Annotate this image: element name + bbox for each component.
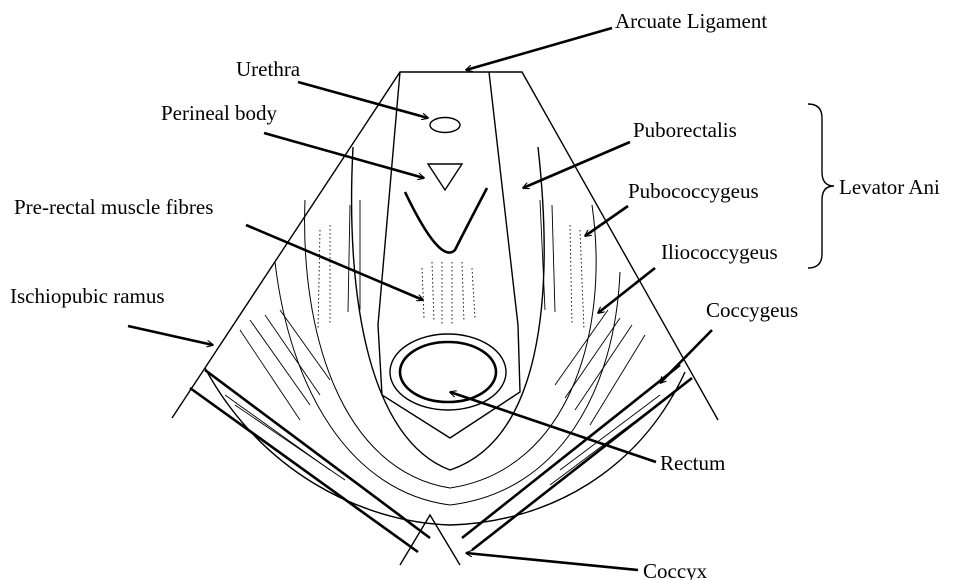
- label-pubococcygeus: Pubococcygeus: [628, 179, 759, 203]
- prerectal-fibres: [422, 262, 475, 325]
- left-fibres: [225, 200, 360, 480]
- perineal-body-shape: [428, 164, 462, 190]
- prerectal-u: [405, 188, 487, 253]
- label-ischiopubic-ramus: Ischiopubic ramus: [10, 284, 165, 308]
- levator-bands: [205, 147, 685, 525]
- urethra-shape: [430, 118, 460, 133]
- arrow-puborectalis: [523, 142, 630, 188]
- column-right-edge: [489, 72, 518, 325]
- arrow-ischiopubic: [128, 326, 213, 345]
- label-perineal-body: Perineal body: [161, 101, 278, 125]
- label-puborectalis: Puborectalis: [633, 118, 737, 142]
- arrow-coccyx: [466, 553, 638, 570]
- rectum-outer-ring: [390, 334, 506, 410]
- arrow-rectum: [450, 392, 656, 462]
- label-levator-ani: Levator Ani: [839, 175, 940, 199]
- label-pre-rectal-fibres: Pre-rectal muscle fibres: [14, 195, 213, 219]
- arrow-pubococcygeus: [585, 206, 628, 236]
- arrow-prerectal: [246, 225, 423, 300]
- label-rectum: Rectum: [660, 451, 725, 475]
- arrow-iliococcygeus: [598, 268, 655, 313]
- arrow-urethra: [298, 82, 428, 118]
- arrow-perineal: [264, 133, 424, 178]
- arrow-arcuate: [466, 28, 612, 70]
- rectum-inner-ring: [400, 342, 496, 402]
- arrow-coccygeus: [660, 330, 712, 383]
- levator-brace: [808, 104, 834, 268]
- label-coccyx: Coccyx: [643, 559, 708, 580]
- label-iliococcygeus: Iliococcygeus: [661, 240, 778, 264]
- label-arcuate-ligament: Arcuate Ligament: [615, 9, 767, 33]
- label-coccygeus: Coccygeus: [706, 298, 798, 322]
- label-urethra: Urethra: [236, 57, 301, 81]
